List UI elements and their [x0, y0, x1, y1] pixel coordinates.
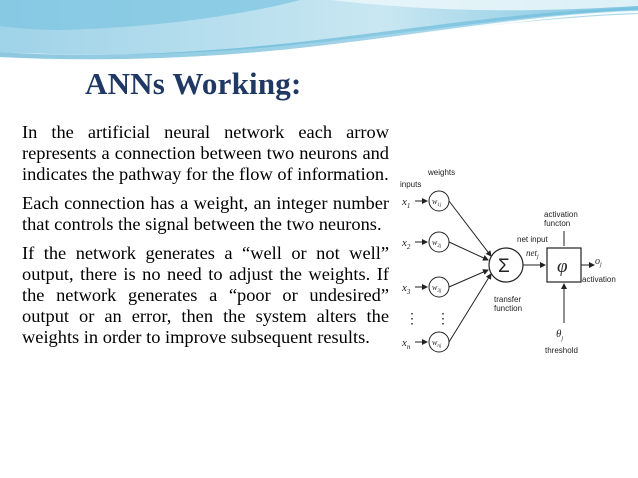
theta-symbol: θj [556, 328, 563, 342]
sum-symbol: Σ [498, 256, 510, 277]
inputs-label: inputs [400, 180, 421, 189]
net-input-label: net input [517, 235, 548, 244]
output-symbol: oj [595, 256, 602, 268]
paragraph: If the network generates a “well or not … [22, 243, 389, 347]
paragraph: Each connection has a weight, an integer… [22, 193, 389, 234]
weights-label: weights [427, 168, 455, 177]
svg-text:wnj: wnj [432, 338, 442, 349]
svg-text:x3: x3 [401, 282, 411, 296]
paragraph: In the artificial neural network each ar… [22, 122, 389, 184]
ellipsis-weights: ⋮ [436, 310, 450, 326]
threshold-label: threshold [545, 346, 578, 355]
svg-text:xn: xn [401, 337, 411, 351]
ellipsis-inputs: ⋮ [405, 310, 419, 326]
input-row: x2 w2j [401, 231, 489, 261]
svg-text:w3j: w3j [432, 283, 442, 294]
input-row: x3 w3j [401, 269, 489, 298]
svg-text:w1j: w1j [432, 197, 442, 208]
input-row: xn wnj [401, 273, 492, 353]
svg-text:w2j: w2j [432, 238, 442, 249]
slide-title: ANNs Working: [85, 66, 302, 101]
activation-output-label: activation [582, 275, 616, 284]
transfer-function-label: transfer function [494, 295, 523, 313]
svg-text:x1: x1 [401, 196, 410, 210]
header-banner [0, 0, 638, 70]
svg-text:x2: x2 [401, 237, 411, 251]
net-symbol: netj [526, 248, 539, 260]
activation-function-label: activation functon [544, 210, 580, 228]
slide-body: In the artificial neural network each ar… [22, 122, 389, 356]
input-row: x1 w1j [401, 190, 492, 257]
phi-symbol: φ [557, 256, 568, 277]
neuron-diagram: inputs weights x1 w1j x2 w2j x3 w3j ⋮ ⋮ … [400, 168, 616, 355]
